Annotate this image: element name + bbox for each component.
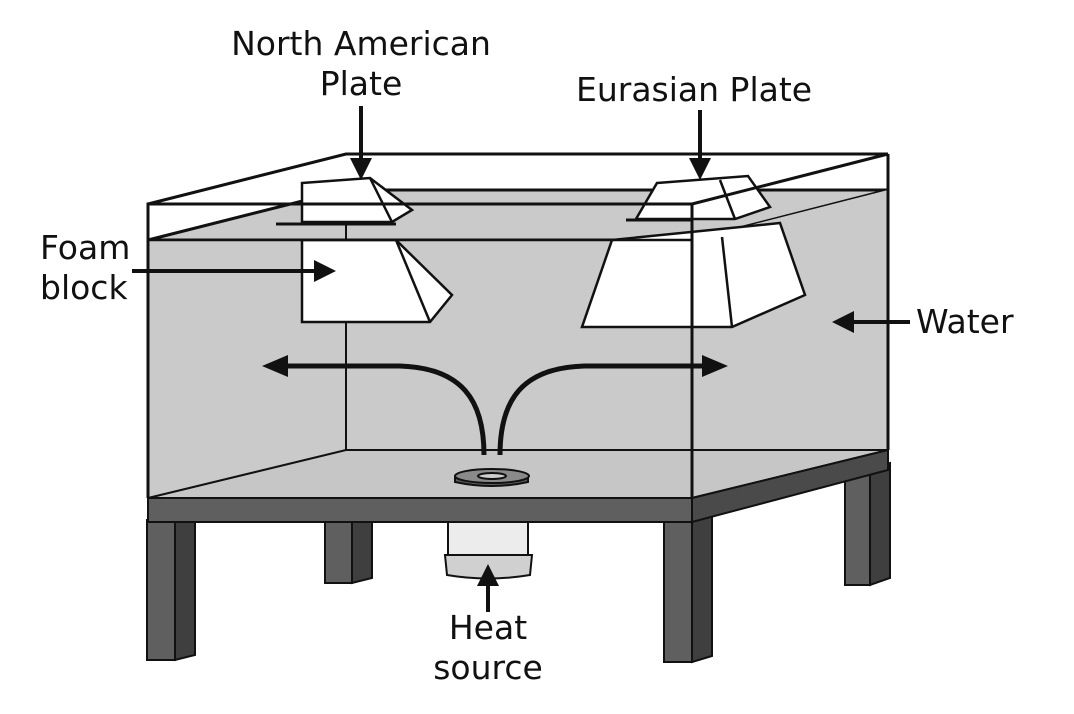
heat-source-label-line2: source — [433, 648, 543, 687]
north-american-plate-foam-block — [276, 176, 454, 324]
convection-arrows — [262, 355, 728, 456]
north-american-plate-label: North American Plate — [226, 24, 496, 104]
arrowhead-right — [702, 355, 728, 377]
eurasian-plate-label: Eurasian Plate — [576, 70, 813, 109]
table-leg-back-right — [844, 469, 871, 586]
water-label: Water — [916, 302, 1014, 341]
arrowhead-left — [262, 355, 288, 377]
table-top — [147, 448, 889, 524]
north-american-plate-label-line1: North American — [231, 24, 491, 63]
convection-arrow-right — [497, 363, 706, 456]
tank-glass — [146, 152, 890, 498]
heat-source-label-line1: Heat — [448, 608, 528, 647]
heater-plate — [454, 468, 530, 487]
north-american-plate-label-line2: Plate — [319, 64, 403, 103]
foam-block-label: Foam block — [40, 228, 130, 308]
convection-arrow-left — [282, 363, 487, 456]
pointer-arrows — [132, 106, 910, 612]
table-leg-front-left — [146, 519, 176, 661]
heat-source-label: Heat source — [418, 608, 558, 688]
table-leg-front-right — [663, 519, 693, 663]
foam-block-label-line2: block — [40, 268, 128, 307]
table-leg-back-left — [324, 519, 353, 584]
foam-block-label-line1: Foam — [40, 228, 131, 267]
